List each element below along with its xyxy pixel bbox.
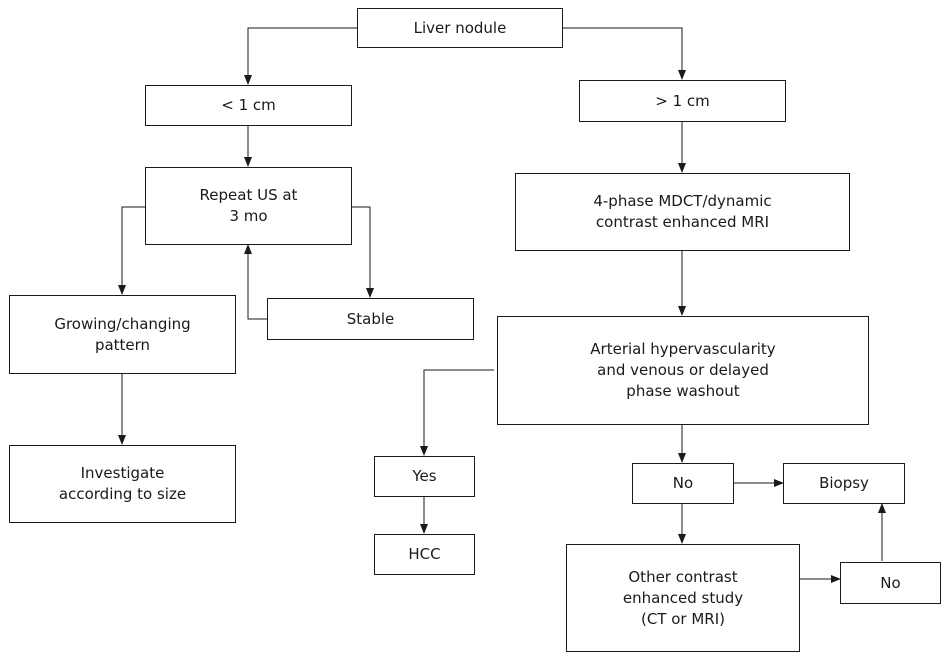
- arterial-label-line3: phase washout: [626, 382, 740, 400]
- hcc-label: HCC: [408, 545, 441, 563]
- arrow-repeat-us-to-stable: [352, 206, 374, 298]
- repeat-us-box: Repeat US at 3 mo: [145, 167, 352, 245]
- arrow-repeat-us-to-growing: [118, 206, 145, 295]
- biopsy-box: Biopsy: [783, 463, 905, 504]
- arterial-label-line2: and venous or delayed: [597, 361, 769, 379]
- growing-label-line1: Growing/changing: [54, 314, 191, 333]
- no2-label: No: [880, 573, 901, 592]
- arrow-stable-to-repeat-us: [244, 244, 267, 320]
- yes-label: Yes: [412, 467, 437, 485]
- no-label: No: [672, 474, 694, 492]
- mdct-box: 4-phase MDCT/dynamic contrast enhanced M…: [515, 173, 850, 251]
- other-study-box: Other contrast enhanced study (CT or MRI…: [566, 544, 800, 652]
- arterial-box: Arterial hypervascularity and venous or …: [497, 316, 869, 425]
- liver-nodule-label: Liver nodule: [413, 18, 507, 37]
- no-box: No: [632, 463, 734, 504]
- growing-label-line2: pattern: [94, 335, 151, 354]
- repeat-us-label-line2: 3 mo: [229, 207, 268, 225]
- other-study-label-line2: enhanced study: [622, 588, 744, 607]
- investigate-label-line2: according to size: [58, 485, 187, 503]
- growing-box: Growing/changing pattern: [9, 295, 236, 374]
- other-study-label-line1: Other contrast: [628, 567, 738, 586]
- arterial-label-line1: Arterial hypervascularity: [590, 340, 776, 358]
- stable-box: Stable: [267, 298, 474, 340]
- yes-box: Yes: [374, 456, 475, 497]
- lt-1cm-label: < 1 cm: [221, 96, 276, 114]
- investigate-box: Investigate according to size: [9, 445, 236, 523]
- other-study-label-line3: (CT or MRI): [640, 609, 725, 628]
- no2-box: No: [840, 562, 941, 604]
- gt-1cm-box: > 1 cm: [579, 80, 786, 122]
- arrow-liver-nodule-to-gt-1cm: [563, 27, 686, 80]
- lt-1cm-box: < 1 cm: [145, 85, 352, 126]
- biopsy-label: Biopsy: [819, 474, 869, 492]
- gt-1cm-label: > 1 cm: [655, 91, 710, 110]
- mdct-label-line1: 4-phase MDCT/dynamic: [593, 192, 772, 210]
- hcc-box: HCC: [374, 534, 475, 575]
- liver-nodule-box: Liver nodule: [357, 8, 563, 48]
- mdct-label-line2: contrast enhanced MRI: [595, 213, 770, 231]
- stable-label: Stable: [346, 309, 395, 328]
- repeat-us-label-line1: Repeat US at: [199, 186, 298, 204]
- investigate-label-line1: Investigate: [80, 464, 165, 482]
- arrow-liver-nodule-to-lt-1cm: [244, 27, 357, 85]
- arrow-arterial-to-yes: [420, 369, 494, 456]
